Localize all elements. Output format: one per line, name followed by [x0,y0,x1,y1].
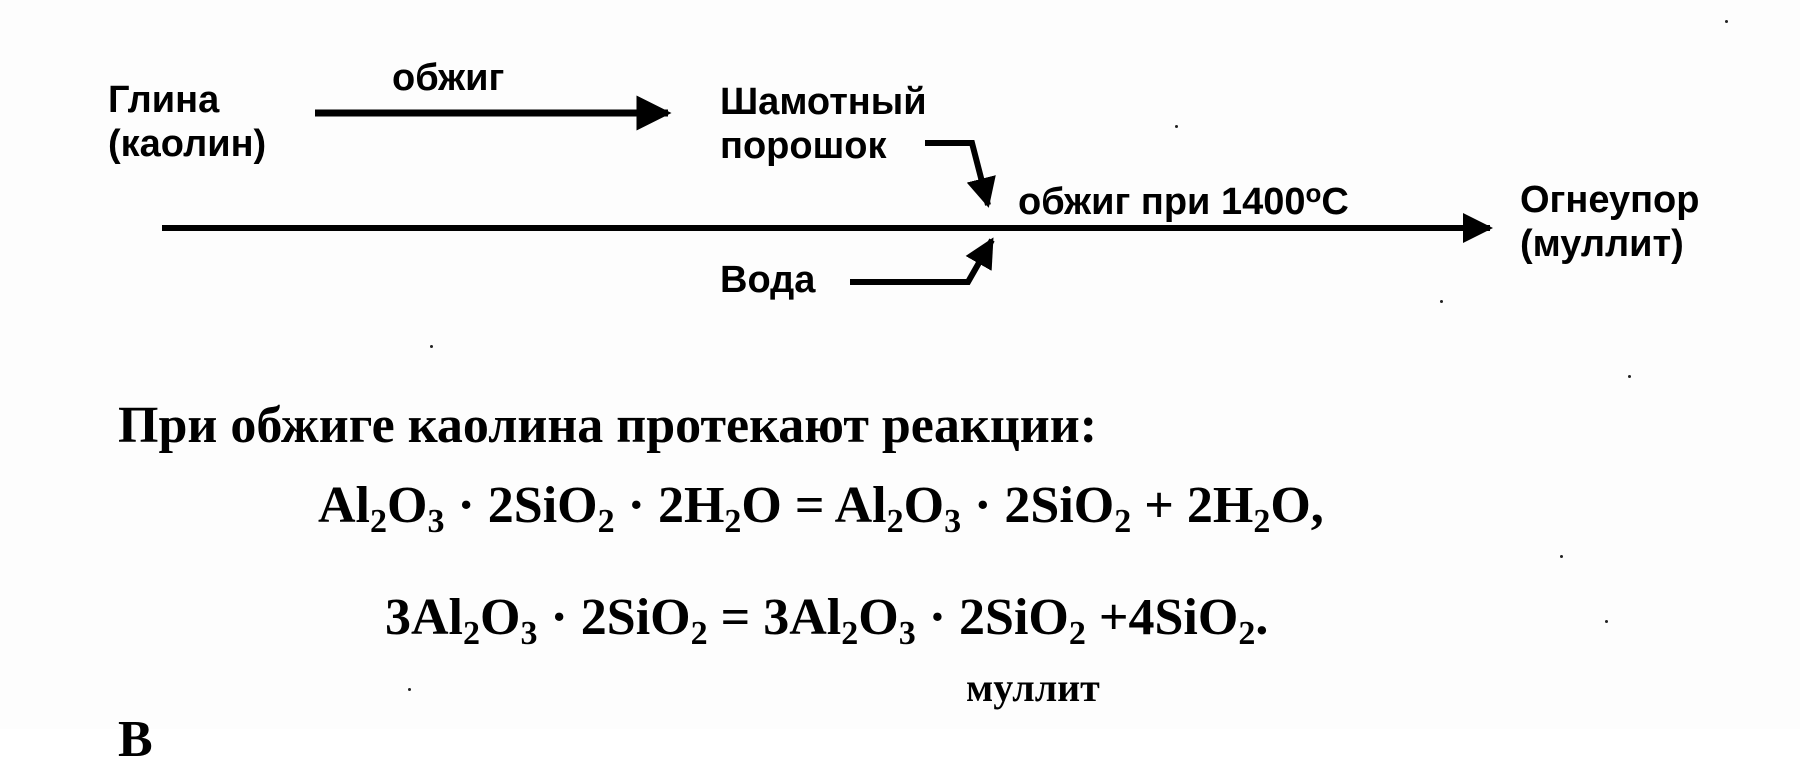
eq1-part: · 2SiO [444,477,598,534]
eq1-part: O [903,477,945,534]
eq2-part: · 2SiO [537,589,691,646]
celsius-letter: С [1321,181,1349,223]
water-label: Вода [720,259,816,301]
eq1-subscript: 2 [1253,503,1271,540]
equation-mullite-formation: 3Al2O3 · 2SiO2 = 3Al2O3 · 2SiO2 +4SiO2. [385,588,1269,651]
chamotte-label-line1: Шамотный [720,81,927,123]
eq2-part: O [858,589,899,646]
eq2-subscript: 2 [690,615,708,652]
refractory-result-label: Огнеупор (муллит) [1520,178,1699,266]
textbook-page: Глина (каолин) обжиг Шамотный порошок об… [108,20,1728,768]
scan-speck [1605,620,1608,623]
eq2-subscript: 3 [520,615,538,652]
mullite-caption: муллит [966,665,1100,710]
eq2-part: · 2SiO [915,589,1069,646]
scan-speck [1175,125,1178,128]
eq2-part: = 3Al [707,589,842,646]
eq1-part: Al [318,477,370,534]
eq1-subscript: 3 [427,503,445,540]
degree-sign: о [1305,178,1322,208]
eq2-subscript: 2 [841,615,859,652]
equation-dehydration: Al2O3 · 2SiO2 · 2H2O = Al2O3 · 2SiO2 + 2… [318,476,1324,539]
eq2-part: . [1255,589,1269,646]
clay-label-line2: (каолин) [108,123,267,165]
eq1-subscript: 2 [1114,503,1132,540]
main-firing-label: обжиг при 1400оС [1018,180,1349,224]
eq1-part: · 2SiO [961,477,1115,534]
result-label-line1: Огнеупор [1520,179,1700,221]
eq1-part: · 2H [614,477,725,534]
process-flow-diagram [162,95,1493,285]
scan-speck [430,345,433,348]
eq2-part: +4SiO [1085,589,1239,646]
scan-speck [408,688,411,691]
clay-label-line1: Глина [108,79,220,121]
cutoff-next-line: В [118,711,153,768]
eq2-part: O [480,589,521,646]
scan-speck [1628,375,1631,378]
scan-speck [1560,555,1563,558]
firing-label: обжиг [392,57,505,99]
eq1-subscript: 2 [597,503,615,540]
scan-speck [1725,20,1728,23]
clay-label: Глина (каолин) [108,78,266,166]
eq2-subscript: 2 [1238,615,1256,652]
scan-speck [1440,300,1443,303]
chamotte-powder-label: Шамотный порошок [720,80,927,168]
reactions-heading: При обжиге каолина протекают реакции: [118,397,1098,454]
eq1-subscript: 2 [724,503,742,540]
eq2-subscript: 3 [898,615,916,652]
eq1-part: O, [1270,477,1324,534]
eq1-part: O [387,477,428,534]
eq1-part: + 2H [1131,477,1254,534]
eq1-part: O = Al [741,477,887,534]
water-connector-line [850,237,995,285]
main-firing-text: обжиг при 1400 [1018,181,1306,223]
eq2-subscript: 2 [1068,615,1086,652]
result-label-line2: (муллит) [1520,223,1684,265]
eq2-part: 3Al [385,589,463,646]
eq1-subscript: 2 [886,503,904,540]
eq2-subscript: 2 [463,615,480,652]
chamotte-label-line2: порошок [720,125,887,167]
eq1-subscript: 2 [370,503,387,540]
eq1-subscript: 3 [944,503,962,540]
chamotte-connector-line [925,140,996,208]
